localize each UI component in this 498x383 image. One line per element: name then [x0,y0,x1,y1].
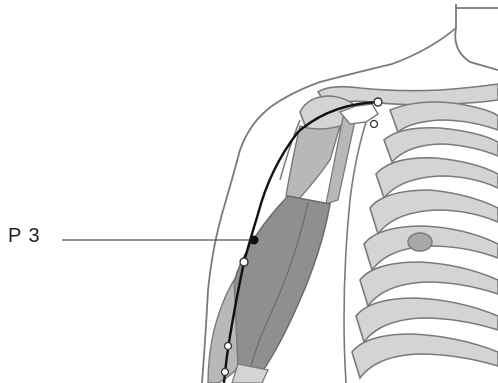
biceps-muscle [230,196,330,372]
sternal-marker [408,233,432,251]
elbow-upper-point[interactable] [225,343,232,350]
point-label-p3: P 3 [8,226,41,246]
rib-1 [390,102,498,132]
brachialis-muscle [208,280,238,383]
acromion-point-2[interactable] [371,121,378,128]
rib-2 [384,128,498,162]
rib-8 [352,334,498,378]
p3-point[interactable] [250,236,258,244]
acromion-point[interactable] [374,98,382,106]
elbow-lower-point[interactable] [222,369,229,376]
upper-arm-point[interactable] [240,258,248,266]
neck-outline [455,4,498,70]
